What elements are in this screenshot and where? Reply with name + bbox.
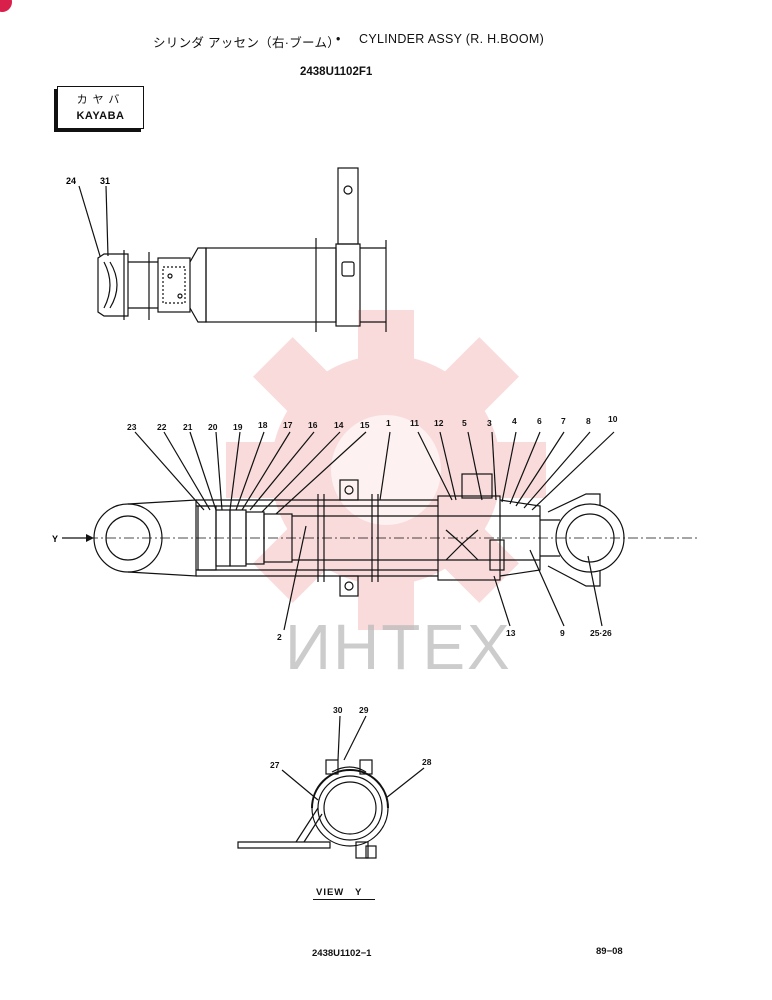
y-label: Y	[52, 534, 58, 544]
title-separator: •	[336, 32, 341, 46]
view-y-label: VIEW Y	[316, 887, 363, 898]
callout-6: 6	[537, 416, 542, 426]
callout-14: 14	[334, 420, 344, 430]
callout-15: 15	[360, 420, 370, 430]
callout-21: 21	[183, 422, 193, 432]
maker-jp: カヤバ	[76, 94, 125, 106]
view-arrow-head	[86, 534, 94, 542]
callout-27: 27	[270, 760, 280, 770]
callout-29: 29	[359, 705, 369, 715]
callout-1: 1	[386, 418, 391, 428]
callout-7: 7	[561, 416, 566, 426]
callout-31: 31	[100, 176, 110, 186]
callout-11: 11	[410, 418, 419, 428]
callout-30: 30	[333, 705, 343, 715]
title-en: CYLINDER ASSY (R. H.BOOM)	[359, 32, 545, 46]
footer-part-number: 2438U1102−1	[312, 948, 372, 959]
part-number: 2438U1102F1	[300, 66, 373, 78]
callout-18: 18	[258, 420, 268, 430]
callout-17: 17	[283, 420, 293, 430]
callout-22: 22	[157, 422, 167, 432]
corner-badge	[0, 0, 12, 12]
callout-8: 8	[586, 416, 591, 426]
watermark-text: ИНТЕХ	[285, 611, 512, 683]
callout-28: 28	[422, 757, 432, 767]
callout-5: 5	[462, 418, 467, 428]
callout-3: 3	[487, 418, 492, 428]
callout-23: 23	[127, 422, 137, 432]
callout-16: 16	[308, 420, 318, 430]
maker-box: カヤバ KAYABA	[57, 86, 144, 129]
callout-13: 13	[506, 628, 516, 638]
callout-2: 2	[277, 632, 282, 642]
maker-en: KAYABA	[76, 110, 125, 122]
callout-20: 20	[208, 422, 218, 432]
callout-4: 4	[512, 416, 517, 426]
callout-9: 9	[560, 628, 565, 638]
footer-date: 89−08	[596, 946, 623, 957]
callout-10: 10	[608, 414, 618, 424]
callout-24: 24	[66, 176, 76, 186]
view-y-underline	[313, 899, 375, 900]
callout-12: 12	[434, 418, 444, 428]
callout-25-26: 25·26	[590, 628, 612, 638]
title-jp: シリンダ アッセン（右·ブーム）	[153, 36, 341, 50]
callout-19: 19	[233, 422, 243, 432]
